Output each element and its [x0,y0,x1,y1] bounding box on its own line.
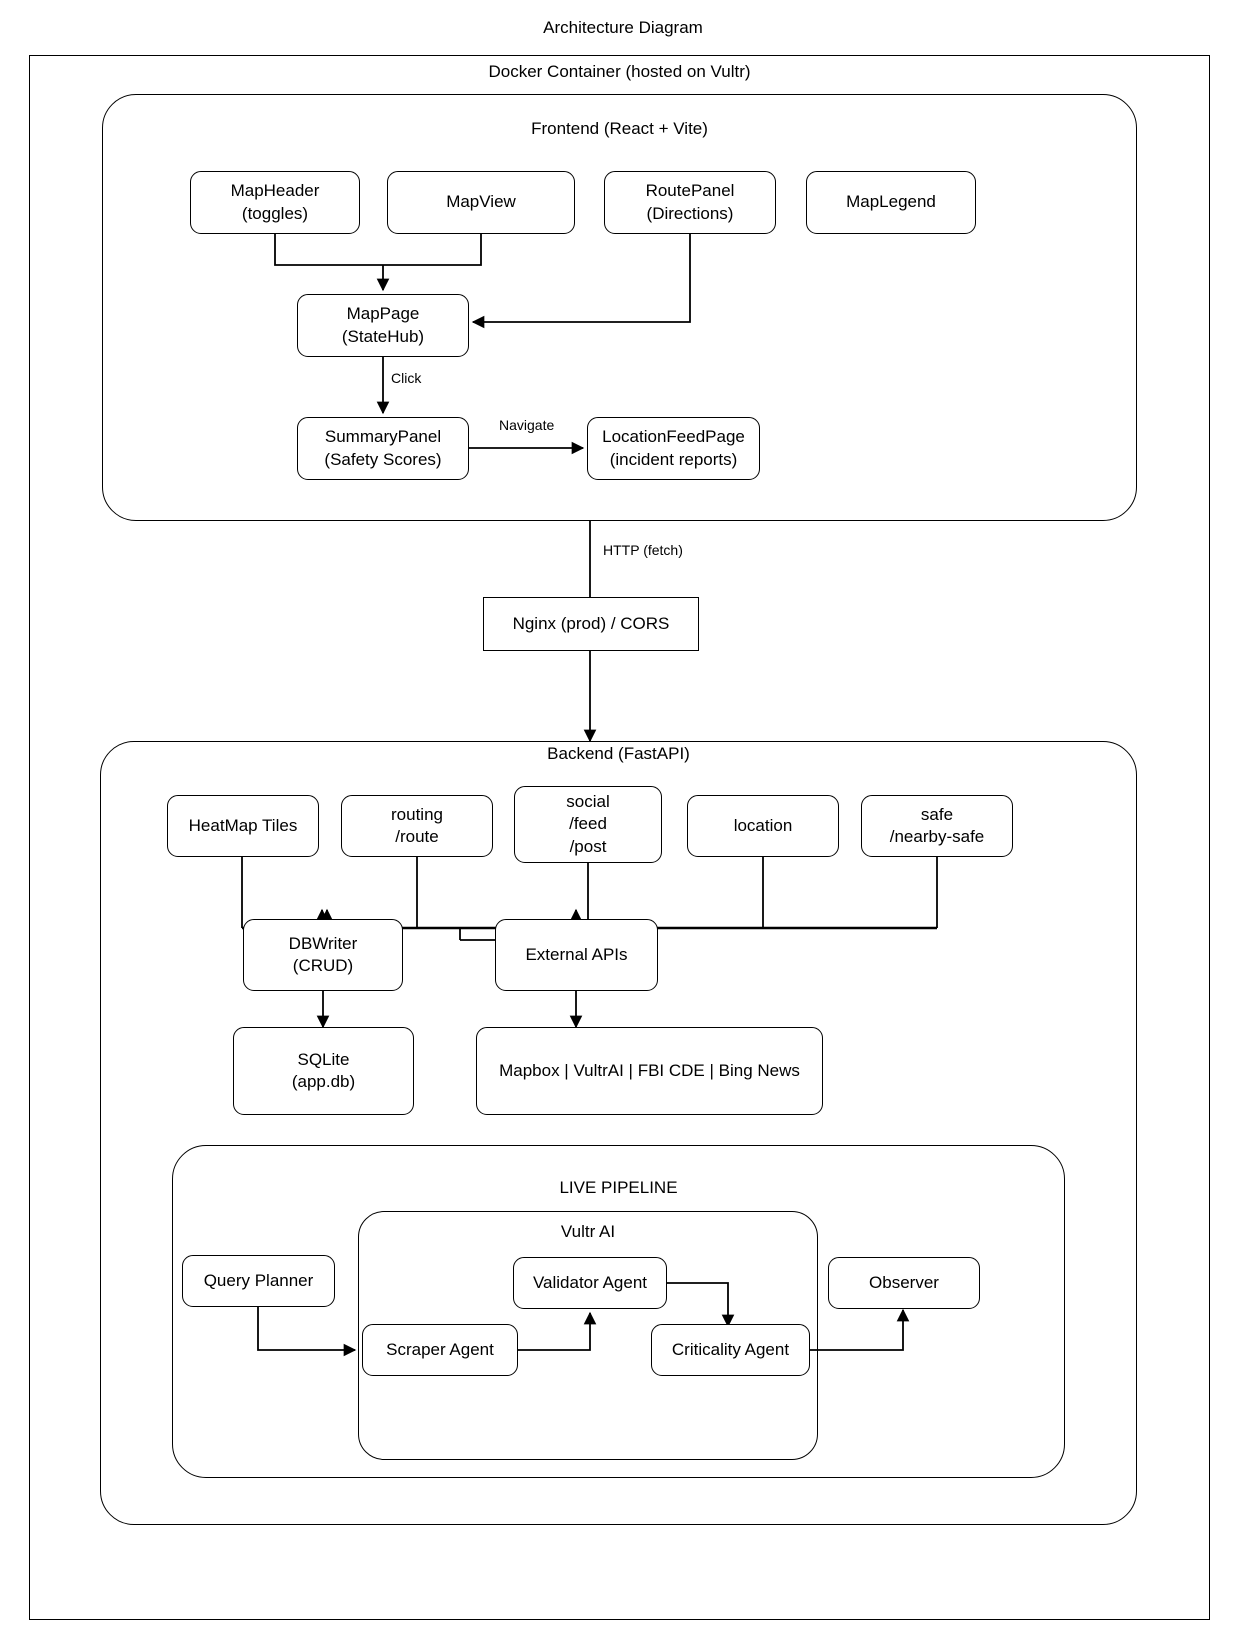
edge-label-http-fetch: HTTP (fetch) [601,542,685,558]
node-location-feed-page[interactable]: LocationFeedPage (incident reports) [587,417,760,480]
node-nginx-line1: Nginx (prod) / CORS [512,613,670,633]
node-map-header-line1: MapHeader [230,181,320,201]
node-sqlite-line2: (app.db) [291,1072,356,1091]
container-backend-label: Backend (FastAPI) [547,744,690,763]
node-external-apis-line1: External APIs [525,944,628,964]
container-frontend-label: Frontend (React + Vite) [531,119,708,138]
node-observer[interactable]: Observer [828,1257,980,1309]
node-map-header-line2: (toggles) [241,203,309,223]
node-map-page-line2: (StateHub) [341,326,425,346]
node-scraper-agent-line1: Scraper Agent [386,1339,494,1359]
container-docker [29,55,1210,1620]
node-query-planner[interactable]: Query Planner [182,1255,335,1307]
node-map-header[interactable]: MapHeader (toggles) [190,171,360,234]
node-dbwriter-line2: (CRUD) [292,956,354,975]
node-location-line1: location [733,815,793,835]
container-backend [100,741,1137,1525]
node-map-view[interactable]: MapView [387,171,575,234]
node-external-list[interactable]: Mapbox | VultrAI | FBI CDE | Bing News [476,1027,823,1115]
node-dbwriter-line1: DBWriter [288,933,358,953]
container-frontend [102,94,1137,521]
edge-label-click: Click [389,370,424,386]
node-dbwriter[interactable]: DBWriter (CRUD) [243,919,403,991]
node-validator-agent[interactable]: Validator Agent [513,1257,667,1309]
node-map-page[interactable]: MapPage (StateHub) [297,294,469,357]
node-location-feed-page-line1: LocationFeedPage [602,427,745,447]
node-safe[interactable]: safe /nearby-safe [861,795,1013,857]
node-safe-line1: safe [920,804,954,824]
node-social-line3: /post [569,836,607,856]
container-docker-label: Docker Container (hosted on Vultr) [488,62,751,81]
node-query-planner-line1: Query Planner [203,1270,314,1290]
node-location-feed-page-line2: (incident reports) [609,449,738,469]
node-sqlite-line1: SQLite [297,1049,350,1069]
node-map-legend[interactable]: MapLegend [806,171,976,234]
container-vultr-ai [358,1211,818,1460]
node-safe-line2: /nearby-safe [889,827,985,846]
node-summary-panel-line2: (Safety Scores) [324,449,442,469]
node-external-apis[interactable]: External APIs [495,919,658,991]
container-vultr-ai-label: Vultr AI [560,1222,616,1241]
node-summary-panel-line1: SummaryPanel [324,427,442,447]
container-live-pipeline [172,1145,1065,1478]
node-external-list-line1: Mapbox | VultrAI | FBI CDE | Bing News [499,1060,800,1080]
node-routing-line1: routing [391,804,443,824]
edge-label-navigate: Navigate [497,417,557,433]
node-social-line2: /feed [569,814,607,834]
node-route-panel-line1: RoutePanel [645,181,735,201]
node-sqlite[interactable]: SQLite (app.db) [233,1027,414,1115]
node-route-panel[interactable]: RoutePanel (Directions) [604,171,776,234]
node-route-panel-line2: (Directions) [646,203,734,223]
node-map-page-line1: MapPage [346,304,420,324]
node-map-view-line1: MapView [446,192,516,212]
node-observer-line1: Observer [869,1272,939,1292]
node-scraper-agent[interactable]: Scraper Agent [362,1324,518,1376]
node-location[interactable]: location [687,795,839,857]
node-nginx[interactable]: Nginx (prod) / CORS [483,597,699,651]
node-heatmap-tiles[interactable]: HeatMap Tiles [167,795,319,857]
node-social[interactable]: social /feed /post [514,786,662,863]
container-live-pipeline-label: LIVE PIPELINE [559,1178,678,1197]
node-social-line1: social [566,791,610,811]
node-routing-line2: /route [395,827,439,846]
node-heatmap-tiles-line1: HeatMap Tiles [188,815,298,835]
node-criticality-agent-line1: Criticality Agent [671,1339,790,1359]
page-title: Architecture Diagram [543,18,703,37]
node-routing[interactable]: routing /route [341,795,493,857]
node-validator-agent-line1: Validator Agent [532,1272,648,1292]
node-map-legend-line1: MapLegend [846,192,936,212]
node-summary-panel[interactable]: SummaryPanel (Safety Scores) [297,417,469,480]
node-criticality-agent[interactable]: Criticality Agent [651,1324,810,1376]
